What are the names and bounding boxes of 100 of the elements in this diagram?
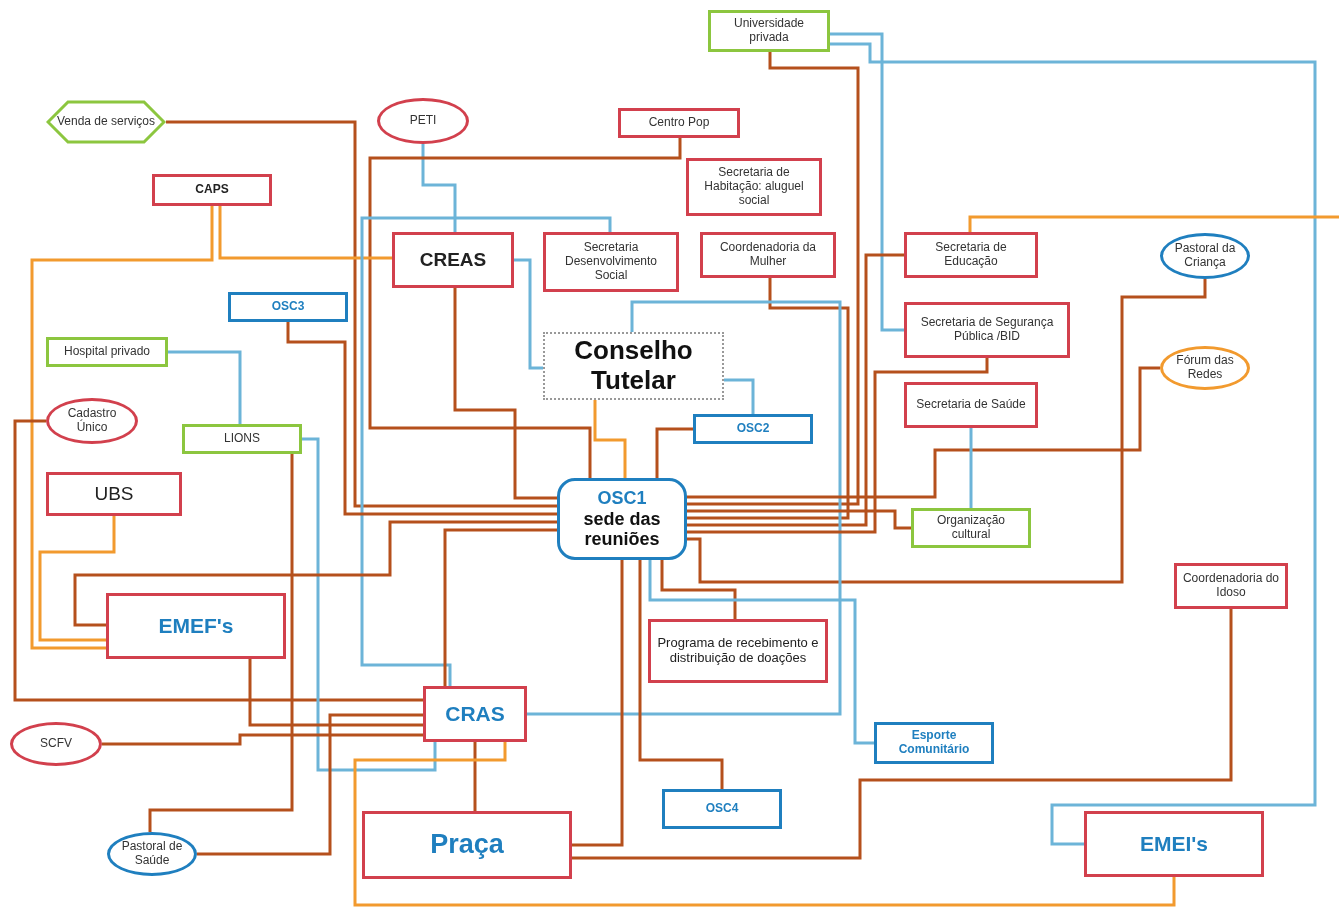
node-label: Esporte Comunitário: [897, 729, 971, 757]
organization-box: [618, 108, 740, 138]
node-label: Conselho Tutelar: [573, 336, 694, 396]
organization-box: [686, 158, 822, 216]
connector-line: [969, 428, 973, 508]
connector-line: [648, 560, 874, 745]
node-label: Secretaria de Habitação: aluguel social: [703, 166, 805, 208]
node-label: Hospital privado: [63, 345, 150, 359]
connector-line: [453, 288, 557, 500]
node-label: Coordenadoria da Mulher: [718, 241, 818, 269]
node-label: Praça: [430, 829, 504, 861]
organization-box: [1084, 811, 1264, 877]
node-label: OSC1: [597, 487, 647, 509]
organization-box: [423, 686, 527, 742]
organization-hexagon: [46, 100, 166, 144]
organization-box: [46, 337, 168, 367]
connector-line: [421, 144, 457, 232]
connector-line: [218, 206, 392, 260]
node-label: Coordenadoria do Idoso: [1181, 572, 1281, 600]
connector-line: [443, 528, 557, 686]
node-label: Cadastro Único: [66, 407, 118, 435]
connector-line: [368, 138, 682, 478]
organization-box: [106, 593, 286, 659]
connector-line: [830, 32, 904, 332]
node-label: Venda de serviços: [56, 115, 156, 129]
connector-line: [527, 300, 842, 716]
node-label: OSC4: [705, 802, 739, 816]
council-box: [543, 332, 724, 400]
connector-line: [102, 733, 423, 746]
connector-line: [38, 516, 116, 642]
node-label: Secretaria de Saúde: [916, 398, 1026, 412]
hub-box: [557, 478, 687, 560]
node-label: OSC3: [271, 300, 305, 314]
connector-line: [248, 659, 423, 727]
organization-box: [904, 302, 1070, 358]
node-label: Pastoral de Saúde: [120, 840, 184, 868]
node-label: Fórum das Redes: [1175, 354, 1235, 382]
connector-line: [166, 120, 557, 508]
connector-line: [73, 520, 557, 627]
organization-box: [904, 232, 1038, 278]
node-label: CRAS: [445, 701, 505, 727]
organization-box: [874, 722, 994, 764]
connector-line: [968, 215, 1339, 232]
node-label: sede das reuniões: [582, 508, 662, 551]
node-label: CAPS: [195, 183, 229, 197]
connector-line: [660, 560, 737, 619]
organization-box: [392, 232, 514, 288]
connector-line: [638, 560, 724, 789]
organization-box: [662, 789, 782, 829]
connector-line: [687, 278, 850, 520]
organization-box: [228, 292, 348, 322]
node-label: LIONS: [224, 432, 260, 446]
node-label: Pastoral da Criança: [1173, 242, 1237, 270]
connector-line: [687, 366, 1160, 499]
node-label: Secretaria Desenvolvimento Social: [563, 241, 658, 283]
connector-line: [572, 560, 624, 847]
organization-box: [46, 472, 182, 516]
node-label: Organização cultural: [935, 514, 1006, 542]
organization-box: [648, 619, 828, 683]
node-label: CREAS: [419, 249, 487, 271]
connector-line: [286, 322, 557, 516]
connector-line: [473, 742, 477, 811]
node-label: EMEF's: [158, 613, 234, 639]
connector-line: [168, 350, 242, 424]
connector-line: [148, 454, 294, 832]
connector-line: [687, 279, 1207, 584]
organization-box: [700, 232, 836, 278]
organization-box: [693, 414, 813, 444]
connector-line: [197, 713, 423, 856]
connector-line: [830, 42, 1317, 846]
node-label: SCFV: [40, 737, 72, 751]
node-label: Centro Pop: [648, 116, 710, 130]
organization-box: [1174, 563, 1288, 609]
node-label: PETI: [409, 114, 437, 128]
node-label: EMEI's: [1140, 831, 1208, 857]
organization-box: [904, 382, 1038, 428]
connector-line: [302, 437, 437, 772]
node-label: UBS: [94, 483, 134, 505]
node-label: Universidade privada: [732, 17, 805, 45]
connector-line: [687, 358, 989, 534]
organization-box: [182, 424, 302, 454]
connector-line: [687, 253, 904, 527]
connector-line: [514, 258, 543, 370]
connector-line: [353, 742, 1176, 907]
connector-line: [724, 378, 755, 414]
connector-line: [30, 206, 214, 650]
organization-box: [543, 232, 679, 292]
connector-line: [687, 509, 911, 530]
node-label: Programa de recebimento e distribuição de doações: [656, 636, 820, 666]
connector-line: [360, 216, 612, 686]
node-label: Secretaria de Segurança Pública /BID: [919, 316, 1055, 344]
connector-line: [13, 419, 423, 702]
organization-box: [911, 508, 1031, 548]
connector-line: [655, 427, 693, 478]
connector-line: [687, 52, 860, 506]
organization-box: [708, 10, 830, 52]
node-label: Secretaria de Educação: [934, 241, 1008, 269]
node-label: OSC2: [736, 422, 770, 436]
connector-line: [572, 609, 1233, 860]
connector-line: [593, 400, 627, 478]
